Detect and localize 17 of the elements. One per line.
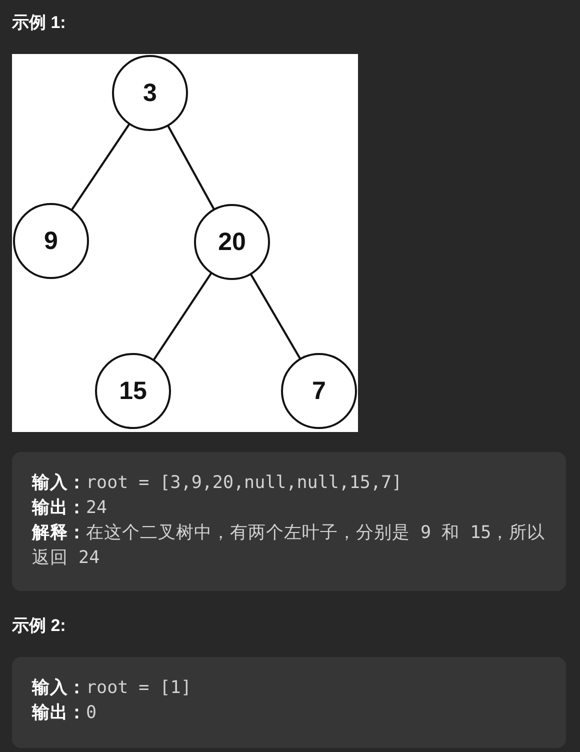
node-value: 20: [218, 228, 246, 256]
tree-edge-line: [152, 272, 212, 360]
explanation-text: 解释：在这个二叉树中，有两个左叶子，分别是 9 和 15，所以返回 24: [32, 522, 546, 570]
node-value: 15: [119, 377, 147, 405]
section-heading: 示例 2:: [12, 616, 66, 636]
input-text: 输入：root = [1]: [32, 677, 192, 700]
input-text: 输入：root = [3,9,20,null,null,15,7]: [32, 472, 404, 495]
node-value: 9: [44, 227, 58, 255]
section-heading: 示例 1:: [12, 13, 66, 33]
tree-edge-line: [167, 125, 215, 210]
output-text: 输出：0: [32, 702, 98, 725]
output-text: 输出：24: [32, 497, 108, 520]
tree-edge-line: [70, 124, 130, 210]
tree-node: [281, 353, 357, 429]
node-value: 7: [312, 377, 326, 405]
node-value: 3: [143, 79, 157, 107]
tree-edge-line: [250, 274, 301, 360]
